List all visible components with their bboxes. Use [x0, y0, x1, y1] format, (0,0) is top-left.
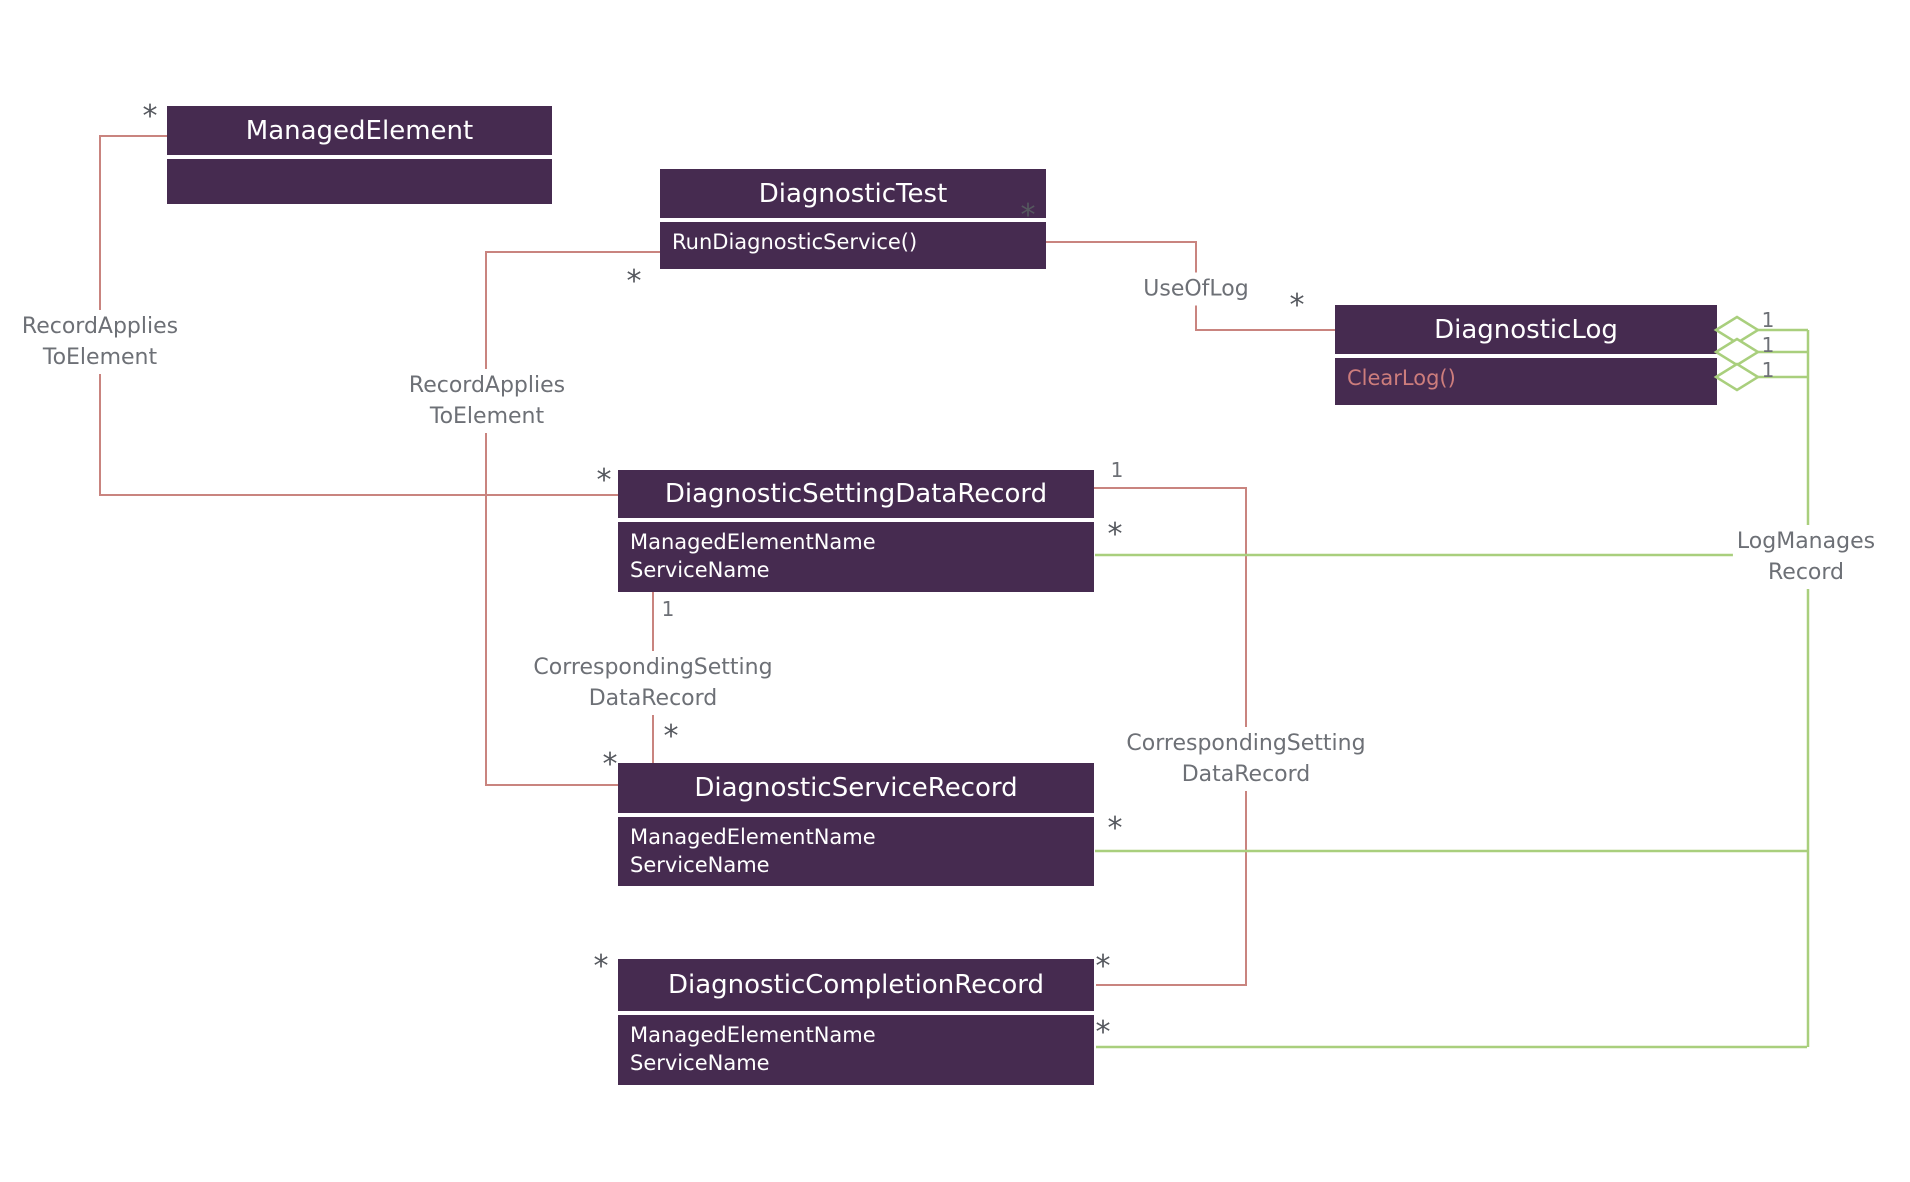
aggregation-diamond-icon — [1713, 362, 1761, 392]
multiplicity-star: * — [142, 98, 158, 134]
label-line: CorrespondingSetting — [533, 655, 773, 680]
multiplicity-star: * — [593, 948, 609, 984]
class-method: RunDiagnosticService() — [672, 230, 918, 254]
multiplicity-star: * — [596, 462, 612, 498]
multiplicity-one: 1 — [1110, 458, 1124, 482]
multiplicity-one: 1 — [1761, 333, 1775, 357]
multiplicity-star: * — [1095, 1014, 1111, 1050]
multiplicity-one: 1 — [661, 597, 675, 621]
label-line: Record — [1767, 560, 1844, 585]
class-title: DiagnosticLog — [1335, 305, 1717, 358]
aggregation-diamond-icon — [1713, 315, 1761, 345]
multiplicity-star: * — [1020, 197, 1036, 233]
aggregation-diamond-icon — [1713, 337, 1761, 367]
class-attribute: ServiceName — [630, 853, 770, 877]
association-label-corresponding-setting-right: CorrespondingSetting DataRecord — [1122, 727, 1370, 791]
label-line: CorrespondingSetting — [1126, 731, 1366, 756]
label-line: ToElement — [429, 404, 545, 429]
label-line: RecordApplies — [408, 373, 566, 398]
label-line: LogManages — [1736, 529, 1876, 554]
class-title: DiagnosticTest — [660, 169, 1046, 222]
multiplicity-star: * — [602, 746, 618, 782]
association-label-corresponding-setting-mid: CorrespondingSetting DataRecord — [529, 651, 777, 715]
association-label-use-of-log: UseOfLog — [1139, 272, 1253, 306]
class-diagnostic-setting-data-record[interactable]: DiagnosticSettingDataRecord ManagedEleme… — [618, 470, 1094, 592]
multiplicity-star: * — [1107, 516, 1123, 552]
class-attribute: ServiceName — [630, 558, 770, 582]
class-diagnostic-completion-record[interactable]: DiagnosticCompletionRecord ManagedElemen… — [618, 959, 1094, 1085]
association-label-record-applies-mid: RecordApplies ToElement — [404, 369, 570, 433]
label-line: DataRecord — [588, 686, 718, 711]
label-line: UseOfLog — [1143, 276, 1249, 302]
label-line: RecordApplies — [21, 314, 179, 339]
association-label-log-manages-record: LogManages Record — [1732, 525, 1880, 589]
label-line: DataRecord — [1181, 762, 1311, 787]
class-attribute: ServiceName — [630, 1051, 770, 1075]
class-method: ClearLog() — [1347, 366, 1456, 390]
multiplicity-one: 1 — [1761, 308, 1775, 332]
class-title: ManagedElement — [167, 106, 552, 159]
class-title: DiagnosticSettingDataRecord — [618, 470, 1094, 522]
multiplicity-star: * — [1289, 287, 1305, 323]
class-diagnostic-log[interactable]: DiagnosticLog ClearLog() — [1335, 305, 1717, 405]
class-attribute: ManagedElementName — [630, 825, 876, 849]
class-title: DiagnosticCompletionRecord — [618, 959, 1094, 1015]
class-managed-element[interactable]: ManagedElement — [167, 106, 552, 204]
class-diagnostic-test[interactable]: DiagnosticTest RunDiagnosticService() — [660, 169, 1046, 269]
multiplicity-star: * — [626, 263, 642, 299]
label-line: ToElement — [42, 345, 158, 370]
multiplicity-star: * — [1107, 810, 1123, 846]
class-title: DiagnosticServiceRecord — [618, 763, 1094, 817]
class-diagnostic-service-record[interactable]: DiagnosticServiceRecord ManagedElementNa… — [618, 763, 1094, 886]
association-label-record-applies-left: RecordApplies ToElement — [17, 310, 183, 374]
class-attribute: ManagedElementName — [630, 1023, 876, 1047]
multiplicity-one: 1 — [1761, 358, 1775, 382]
multiplicity-star: * — [663, 718, 679, 754]
association-record-applies-to-element-mid-line[interactable] — [485, 251, 660, 786]
class-attribute: ManagedElementName — [630, 530, 876, 554]
multiplicity-star: * — [1095, 948, 1111, 984]
